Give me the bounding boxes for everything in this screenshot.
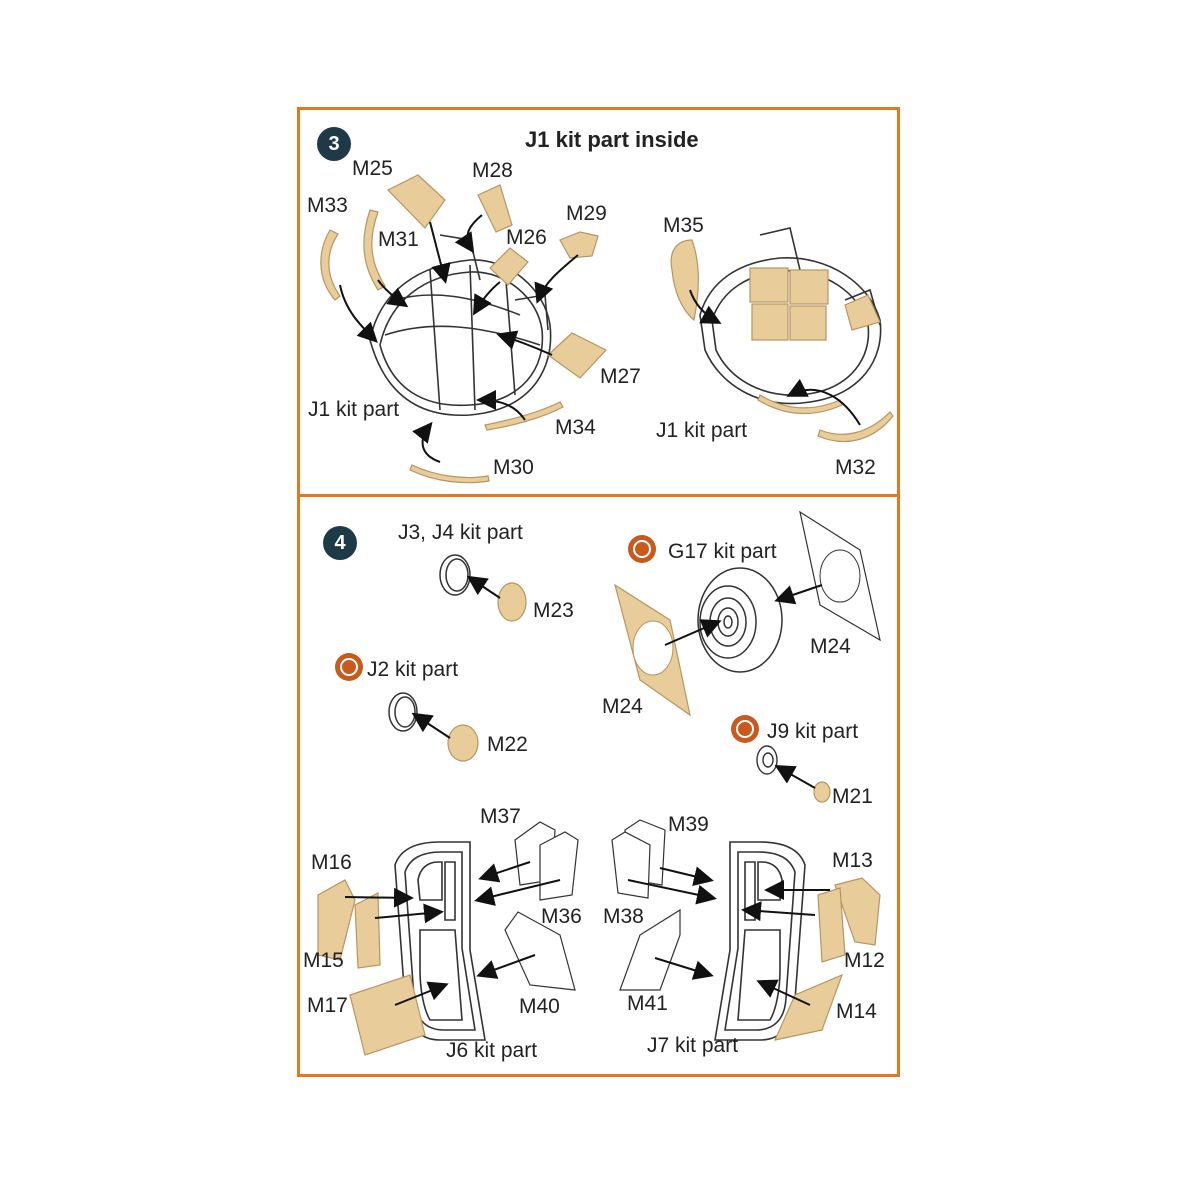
- label-m28: M28: [472, 159, 513, 182]
- mask-inside-4: [789, 305, 827, 341]
- label-j6: J6 kit part: [446, 1039, 538, 1062]
- mask-m12: [817, 887, 846, 963]
- label-m24-right: M24: [810, 635, 851, 658]
- mask-m36: [539, 831, 579, 901]
- label-m22: M22: [487, 733, 528, 756]
- mask-m23: [497, 582, 527, 622]
- arrow-m21: [774, 765, 816, 789]
- label-j1-right: J1 kit part: [656, 419, 748, 442]
- instruction-frame: [297, 107, 900, 1077]
- label-j3-j4: J3, J4 kit part: [398, 521, 523, 544]
- step-number-4: 4: [323, 526, 357, 560]
- label-m40: M40: [519, 995, 560, 1018]
- arrow-m23: [466, 575, 501, 599]
- masks-step3-right: [670, 239, 894, 443]
- label-j1-left: J1 kit part: [308, 398, 400, 421]
- label-m24-left: M24: [602, 695, 643, 718]
- label-m26: M26: [506, 226, 547, 249]
- arrows-wheel: [664, 584, 823, 646]
- arrow-m22: [411, 712, 451, 739]
- mask-m26: [489, 247, 529, 286]
- mask-m40: [504, 911, 576, 991]
- mask-side: [844, 294, 881, 331]
- label-m16: M16: [311, 851, 352, 874]
- step-divider: [297, 494, 900, 497]
- outline-masks-j7: [611, 819, 681, 991]
- g17-wheel: [697, 567, 783, 673]
- label-m27: M27: [600, 365, 641, 388]
- mask-inside-2: [789, 269, 829, 305]
- step3-title: J1 kit part inside: [525, 127, 699, 152]
- mask-m35: [670, 239, 699, 322]
- mask-m41: [619, 908, 681, 991]
- label-m37: M37: [480, 805, 521, 828]
- arrows-doors: [344, 861, 830, 1006]
- arrows-step3-left: [339, 214, 579, 463]
- label-m35: M35: [663, 214, 704, 237]
- label-m32: M32: [835, 456, 876, 479]
- step-number-3: 3: [317, 127, 351, 161]
- mask-m16: [317, 879, 356, 961]
- mask-inside-1: [749, 267, 789, 303]
- masks-j7: [773, 877, 881, 1041]
- label-m31: M31: [378, 228, 419, 251]
- j2-ring: [388, 692, 418, 732]
- label-m12: M12: [844, 949, 885, 972]
- mask-m27: [547, 332, 607, 379]
- label-m39: M39: [668, 813, 709, 836]
- label-g17: G17 kit part: [668, 540, 777, 563]
- mask-m22: [447, 724, 479, 762]
- label-m41: M41: [627, 992, 668, 1015]
- mask-m25: [386, 174, 446, 229]
- mask-m38: [611, 831, 651, 899]
- label-m17: M17: [307, 994, 348, 1017]
- label-j7: J7 kit part: [647, 1034, 739, 1057]
- mask-m21: [813, 781, 831, 803]
- j9-part: [756, 745, 778, 775]
- label-j2: J2 kit part: [367, 658, 459, 681]
- label-m36: M36: [541, 905, 582, 928]
- label-m34: M34: [555, 416, 596, 439]
- label-j9: J9 kit part: [767, 720, 859, 743]
- label-m25: M25: [352, 157, 393, 180]
- j1-canopy-left: [369, 234, 552, 417]
- mask-m34: [484, 401, 564, 431]
- mask-m30: [409, 464, 490, 484]
- label-m15: M15: [303, 949, 344, 972]
- mask-m15: [354, 892, 381, 969]
- label-m23: M23: [533, 599, 574, 622]
- mask-bottom: [757, 394, 843, 415]
- mask-m32: [817, 411, 894, 443]
- label-m29: M29: [566, 202, 607, 225]
- label-m13: M13: [832, 849, 873, 872]
- mask-m28: [477, 184, 513, 233]
- mask-m14: [773, 973, 844, 1041]
- mask-m33: [320, 229, 341, 301]
- arrows-step3-right: [689, 289, 861, 426]
- masks-step3-left: [320, 174, 607, 484]
- mask-m17: [349, 974, 426, 1056]
- mask-m24-right: [799, 510, 881, 642]
- label-m33: M33: [307, 194, 348, 217]
- mask-inside-3: [751, 303, 789, 341]
- mask-m31: [363, 209, 386, 291]
- label-m21: M21: [832, 785, 873, 808]
- j3-j4-ring: [439, 554, 471, 596]
- label-m38: M38: [603, 905, 644, 928]
- label-m30: M30: [493, 456, 534, 479]
- label-m14: M14: [836, 1000, 877, 1023]
- kit-part-icon: [335, 535, 759, 743]
- mask-m29: [559, 231, 599, 259]
- outline-masks-j6: [504, 821, 579, 991]
- mask-m13: [834, 877, 881, 946]
